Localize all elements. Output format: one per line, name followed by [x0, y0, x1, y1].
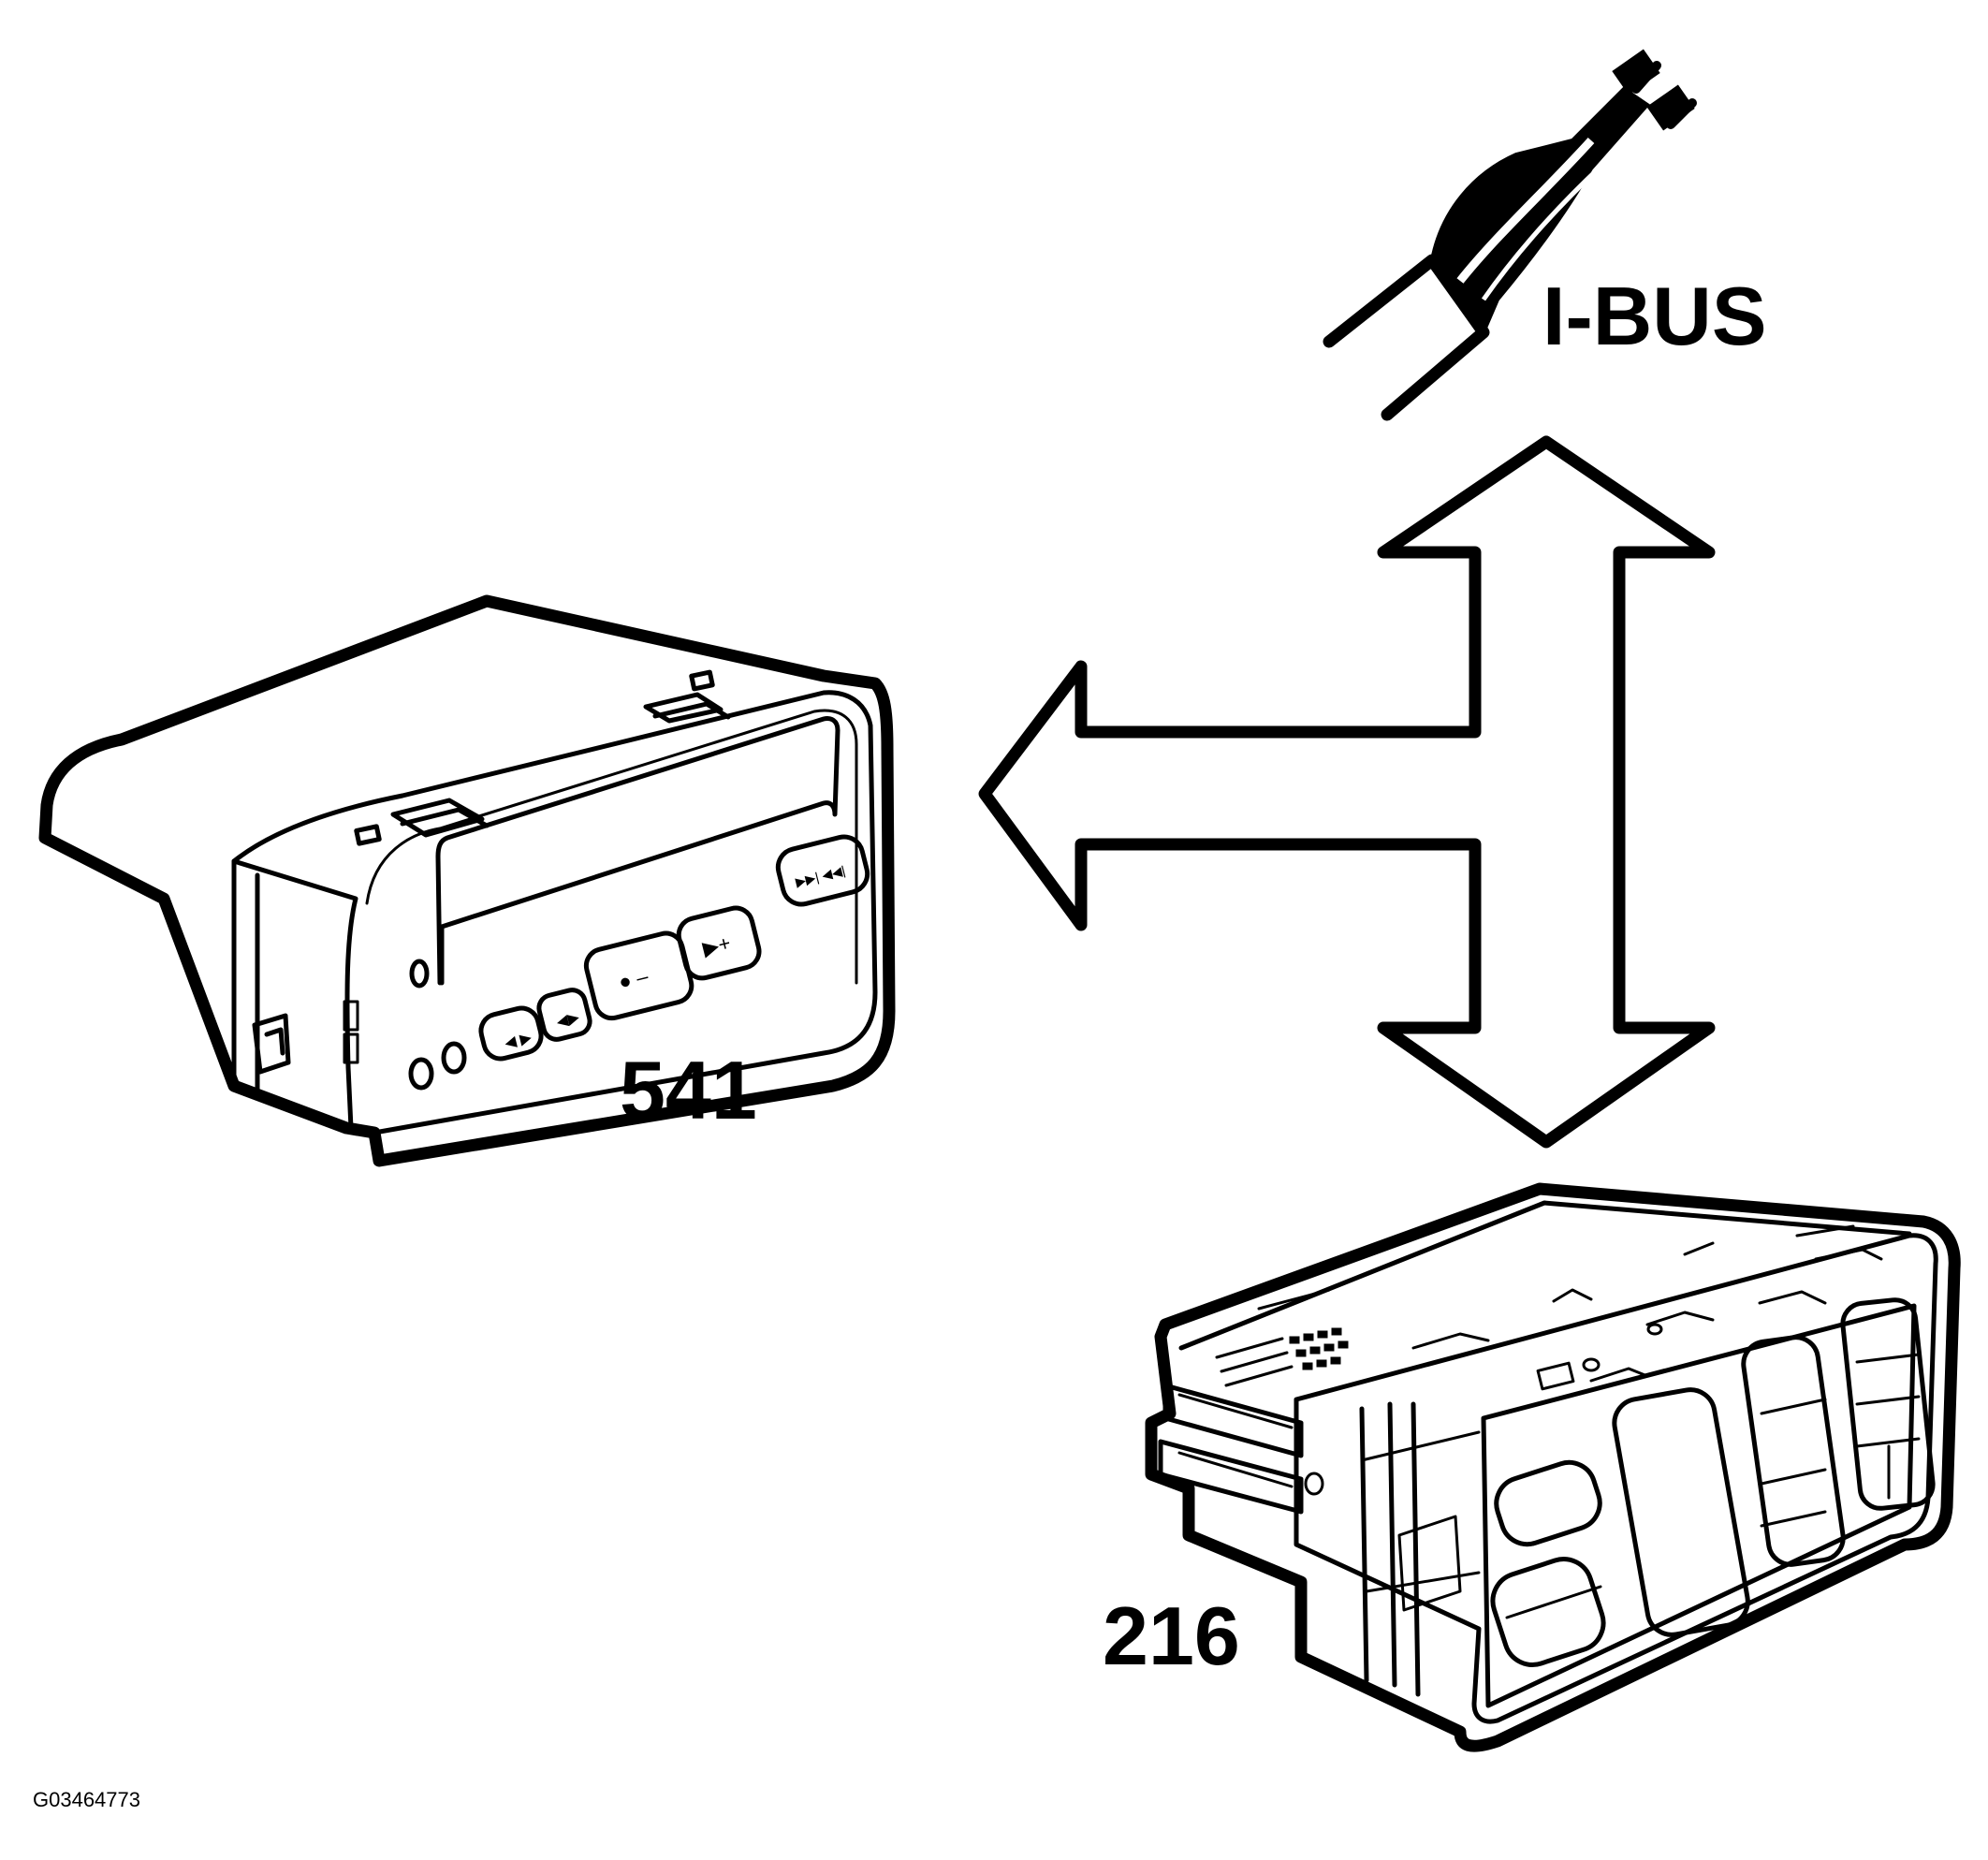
ibus-connector-icon	[1323, 49, 1697, 421]
unit-541-label: 541	[620, 1044, 757, 1136]
ibus-label: I-BUS	[1542, 270, 1767, 362]
svg-text:▶▶| ◀◀|: ▶▶| ◀◀|	[794, 862, 846, 889]
figure-id: G03464773	[33, 1788, 140, 1811]
svg-text:◀ ▶: ◀ ▶	[504, 1030, 534, 1052]
svg-text:◀▶: ◀▶	[555, 1009, 582, 1031]
display-unit-541: ◀ ▶ ◀▶ ● ‒ ▶+ ▶▶| ◀◀|	[38, 594, 896, 1167]
unit-216-label: 216	[1103, 1589, 1240, 1682]
svg-text:▶+: ▶+	[700, 930, 733, 959]
control-unit-216	[1145, 1182, 1961, 1752]
svg-text:● ‒: ● ‒	[616, 964, 650, 994]
branch-arrow	[978, 435, 1716, 1149]
